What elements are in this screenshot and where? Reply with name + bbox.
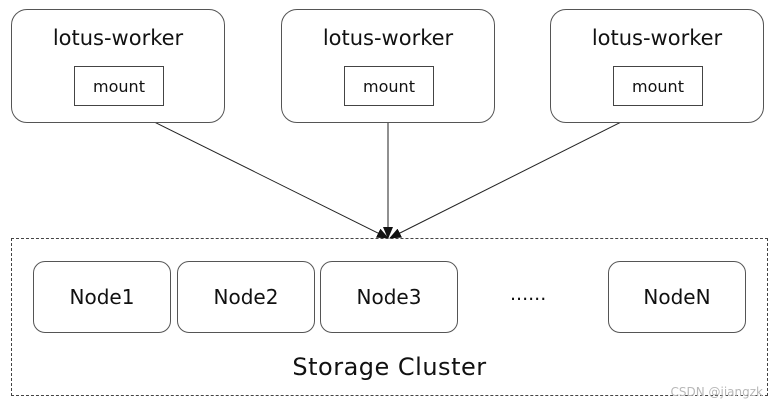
lotus-worker-box-1: lotus-worker mount [11, 9, 225, 123]
node-box: Node2 [177, 261, 315, 333]
mount-box: mount [74, 66, 164, 106]
arrow-worker1-to-cluster [117, 103, 389, 239]
lotus-worker-box-3: lotus-worker mount [550, 9, 764, 123]
node-box-last: NodeN [608, 261, 746, 333]
watermark: CSDN @jiangzk [670, 385, 763, 399]
worker-title: lotus-worker [52, 26, 184, 50]
worker-title: lotus-worker [591, 26, 723, 50]
node-ellipsis: ...... [510, 283, 547, 305]
storage-cluster: Node1 Node2 Node3 ...... NodeN Storage C… [11, 238, 768, 396]
mount-box: mount [613, 66, 703, 106]
cluster-label: Storage Cluster [292, 353, 487, 381]
arrow-worker3-to-cluster [389, 103, 658, 239]
mount-box: mount [344, 66, 434, 106]
node-box: Node1 [33, 261, 171, 333]
node-box: Node3 [320, 261, 458, 333]
lotus-worker-box-2: lotus-worker mount [281, 9, 495, 123]
worker-title: lotus-worker [322, 26, 454, 50]
